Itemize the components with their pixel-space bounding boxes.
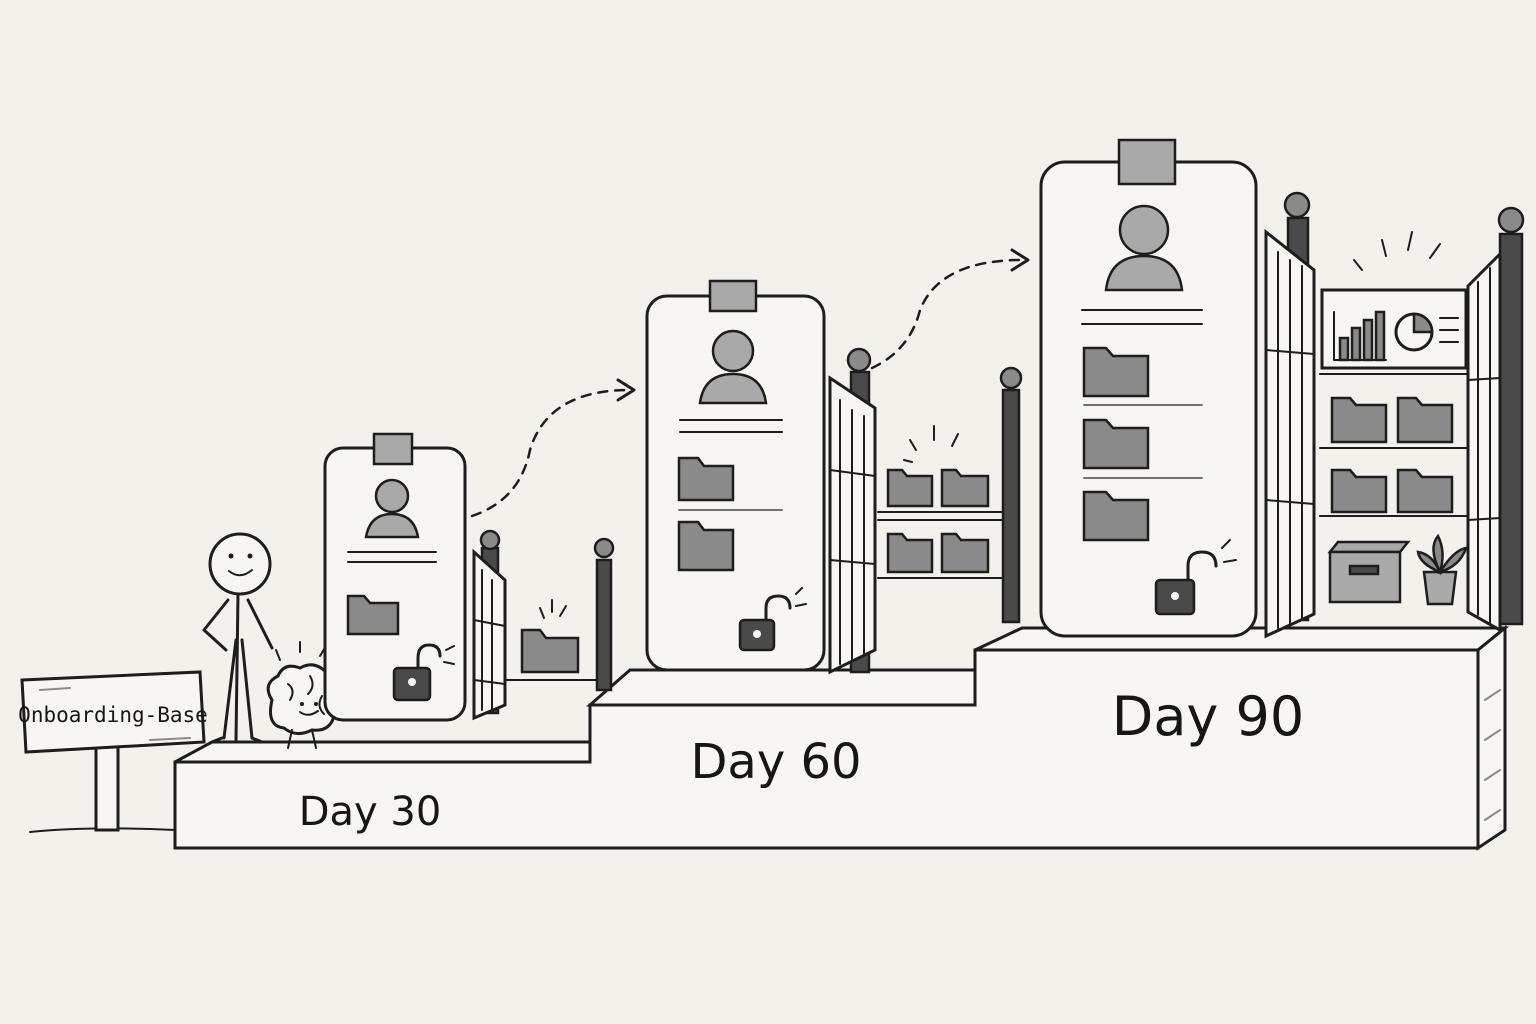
unlocked-padlock-icon — [738, 594, 792, 652]
avatar-icon — [374, 478, 410, 514]
badge-clip — [1117, 138, 1177, 186]
id-badge-day-30 — [323, 432, 467, 722]
dashed-arrow-icon — [870, 248, 1030, 370]
stairs-side — [1476, 624, 1507, 851]
pie-chart-icon — [1394, 312, 1434, 352]
folder-icon — [677, 456, 735, 502]
folder-icon — [1396, 396, 1454, 444]
sign-label: Onboarding-Base — [18, 703, 208, 727]
unlocked-padlock-icon — [1154, 550, 1218, 616]
dashed-arrow-icon — [470, 378, 636, 518]
plant-icon — [1416, 533, 1468, 606]
step-label-day-60: Day 60 — [690, 734, 861, 790]
folder-icon — [940, 468, 990, 508]
folder-icon — [886, 532, 934, 574]
folder-icon — [346, 594, 400, 636]
stairs-front — [173, 648, 1480, 850]
badge-clip — [708, 279, 758, 313]
folder-icon — [677, 520, 735, 572]
folder-icon — [1082, 346, 1150, 398]
gate-icon — [472, 529, 615, 721]
folder-icon — [1082, 490, 1150, 542]
folder-icon — [886, 468, 934, 508]
onboarding-base-sign: Onboarding-Base — [18, 670, 208, 832]
step-2-top — [586, 668, 977, 707]
gate-icon — [828, 347, 1023, 675]
unlocked-padlock-icon — [392, 643, 442, 702]
bar-chart-icon — [1333, 310, 1387, 362]
shelf-icon — [877, 425, 1004, 579]
step-1-top — [174, 740, 592, 764]
step-label-day-30: Day 30 — [299, 789, 442, 835]
person-icon — [202, 532, 274, 744]
folder-icon — [1330, 468, 1388, 514]
avatar-icon — [711, 329, 755, 373]
folder-icon — [1396, 468, 1454, 514]
id-badge-day-90 — [1039, 138, 1258, 638]
gate-icon — [1264, 191, 1525, 639]
folder-icon — [520, 628, 580, 674]
box-icon — [1327, 540, 1411, 604]
stairs — [173, 624, 1510, 851]
badge-clip — [372, 432, 414, 466]
avatar-icon — [1118, 204, 1170, 256]
shelf-icon — [1319, 231, 1469, 606]
folder-icon — [940, 532, 990, 574]
id-badge-day-60 — [645, 279, 826, 672]
folder-icon — [1330, 396, 1388, 444]
folder-icon — [1082, 418, 1150, 470]
step-label-day-90: Day 90 — [1112, 685, 1305, 748]
